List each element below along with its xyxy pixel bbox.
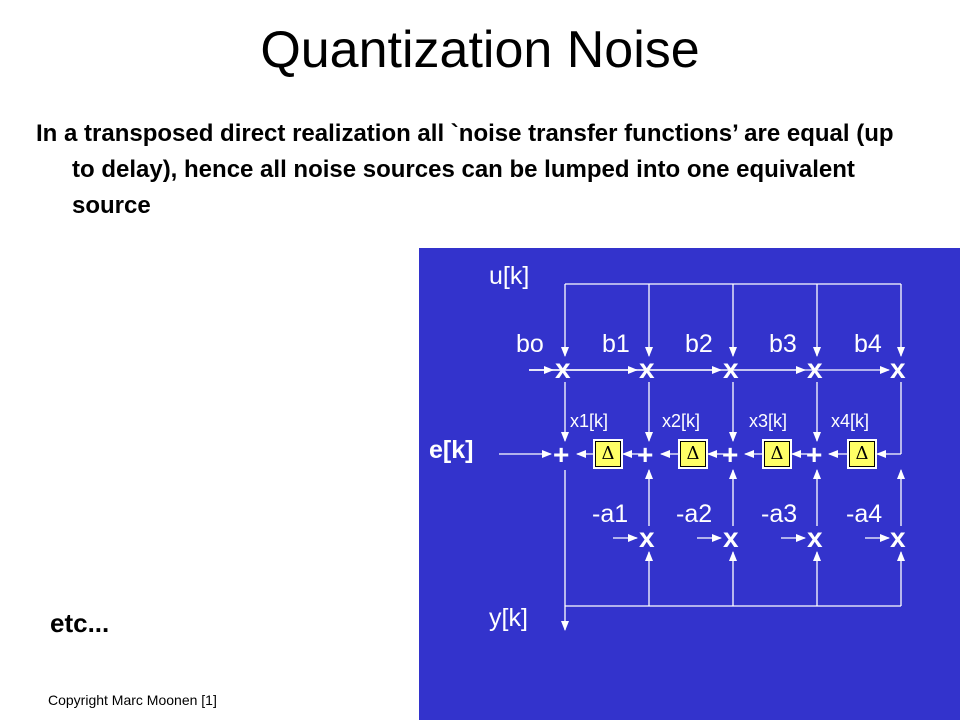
- multiplier-a3: x: [807, 522, 823, 553]
- state-x2: x2[k]: [662, 411, 701, 431]
- state-x1: x1[k]: [570, 411, 609, 431]
- diagram-background: [419, 248, 960, 720]
- multiplier-b2: x: [723, 353, 739, 384]
- multiplier-b4: x: [890, 353, 906, 384]
- state-x4: x4[k]: [831, 411, 870, 431]
- delay-2: Δ: [678, 439, 708, 469]
- state-x3: x3[k]: [749, 411, 788, 431]
- output-label: y[k]: [489, 604, 528, 632]
- adder-1: +: [553, 439, 570, 470]
- bullet-text: In a transposed direct realization all `…: [36, 120, 894, 219]
- coef-b1: b1: [602, 330, 630, 358]
- diagram-wiring: [419, 248, 960, 720]
- coef-a2: -a2: [676, 500, 713, 528]
- multiplier-b3: x: [807, 353, 823, 384]
- delay-4: Δ: [847, 439, 877, 469]
- slide-title: Quantization Noise: [260, 21, 700, 79]
- coef-b0: bo: [516, 330, 544, 358]
- noise-label: e[k]: [429, 436, 474, 464]
- adder-3: +: [722, 439, 739, 470]
- multiplier-b0: x: [555, 353, 571, 384]
- coef-a1: -a1: [592, 500, 629, 528]
- etc-text: etc...: [50, 608, 110, 638]
- filter-diagram: u[k] y[k] e[k] bo b1 b2 b3 b4 x x x x x …: [419, 248, 960, 720]
- copyright-text: Copyright Marc Moonen [1]: [48, 692, 217, 708]
- delay-1: Δ: [593, 439, 623, 469]
- multiplier-a4: x: [890, 522, 906, 553]
- adder-2: +: [637, 439, 654, 470]
- input-label: u[k]: [489, 262, 530, 290]
- coef-a4: -a4: [846, 500, 883, 528]
- coef-b3: b3: [769, 330, 797, 358]
- adder-4: +: [806, 439, 823, 470]
- coef-a3: -a3: [761, 500, 798, 528]
- coef-b4: b4: [854, 330, 882, 358]
- delay-3: Δ: [762, 439, 792, 469]
- multiplier-a2: x: [723, 522, 739, 553]
- multiplier-a1: x: [639, 522, 655, 553]
- coef-b2: b2: [685, 330, 713, 358]
- multiplier-b1: x: [639, 353, 655, 384]
